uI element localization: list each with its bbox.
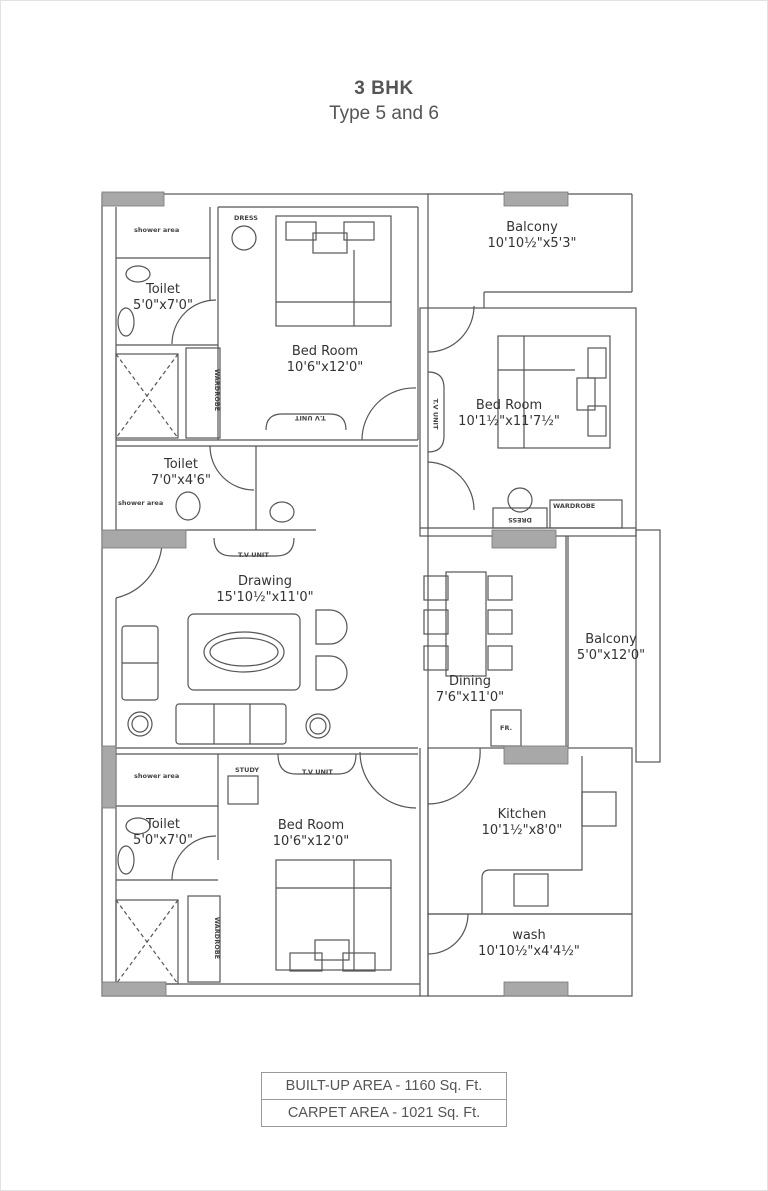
plan-subtitle: Type 5 and 6	[329, 103, 439, 124]
fixture-tv-unit-1: T.V UNIT	[295, 414, 326, 422]
fixture-wardrobe-3: WARDROBE	[553, 502, 596, 510]
fixture-dress-1: DRESS	[234, 214, 258, 222]
fixture-dress-2: DRESS	[508, 516, 532, 524]
fixture-shower-area-3: shower area	[134, 772, 180, 780]
fixture-wardrobe-1: WARDROBE	[213, 368, 222, 412]
fixture-tv-unit-3: T.V UNIT	[302, 768, 333, 776]
fixture-fridge: FR.	[500, 724, 513, 732]
fixture-study: STUDY	[235, 766, 260, 774]
area-summary-table: BUILT-UP AREA - 1160 Sq. Ft. CARPET AREA…	[261, 1072, 507, 1127]
fixture-wardrobe-2: WARDROBE	[213, 916, 222, 960]
built-up-area: BUILT-UP AREA - 1160 Sq. Ft.	[285, 1078, 483, 1094]
fixture-tv-unit-4: T.V UNIT	[431, 398, 440, 430]
plan-title: 3 BHK	[354, 78, 414, 99]
carpet-area: CARPET AREA - 1021 Sq. Ft.	[262, 1099, 506, 1126]
fixture-tv-unit-2: T.V UNIT	[238, 551, 269, 559]
fixture-shower-area-2: shower area	[118, 499, 164, 507]
fixture-shower-area-1: shower area	[134, 226, 180, 234]
